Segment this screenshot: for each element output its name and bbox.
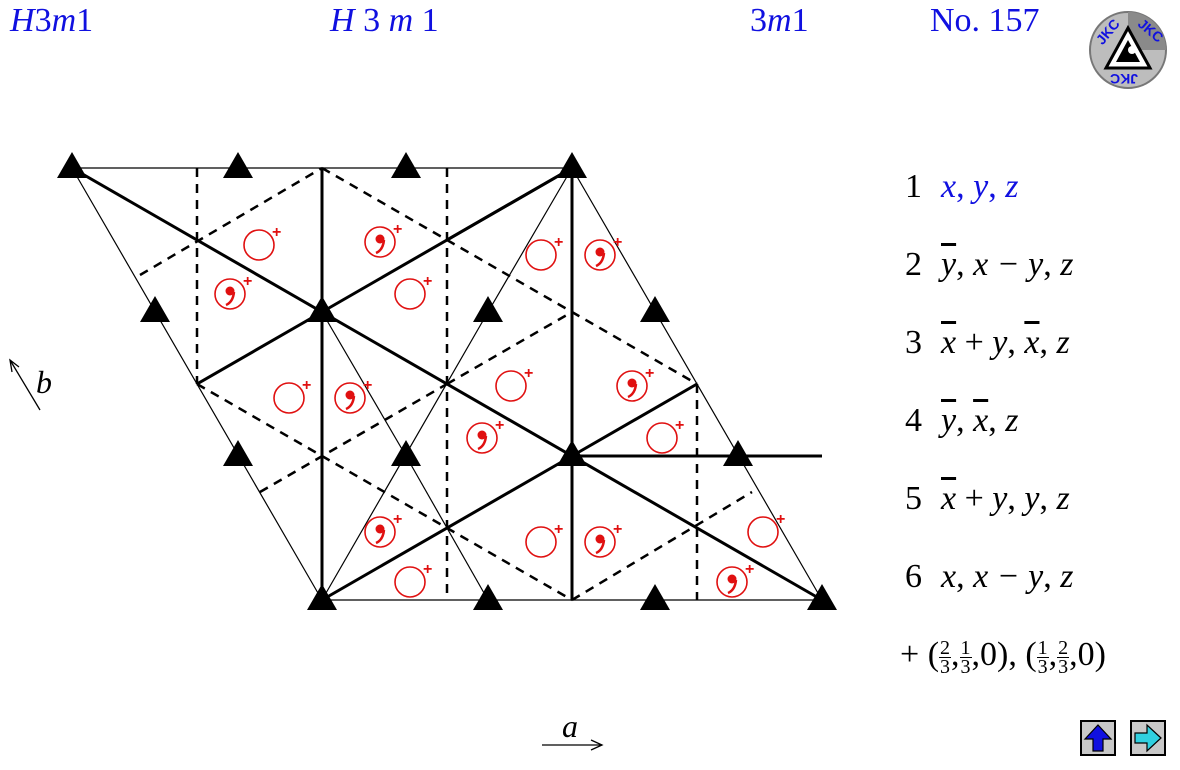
svg-text:+: + xyxy=(554,234,563,251)
threefold-axis-icon xyxy=(557,440,587,466)
circle-icon: + xyxy=(394,273,432,310)
svg-text:+: + xyxy=(645,365,654,382)
glide-line xyxy=(139,166,323,277)
svg-text:+: + xyxy=(524,365,533,382)
b-axis-label: b xyxy=(36,364,52,400)
nav-next-button[interactable] xyxy=(1130,720,1166,756)
threefold-axis-icon xyxy=(57,152,87,178)
general-positions: + + + + + + + + + + + + + + + + + + xyxy=(214,221,785,598)
mirror-line xyxy=(446,166,573,242)
full-symbol: H 3 m 1 xyxy=(330,2,439,39)
svg-text:+: + xyxy=(495,417,504,434)
threefold-axis-icon xyxy=(307,296,337,322)
short-symbol: H3m1 xyxy=(10,2,94,39)
glide-line xyxy=(446,310,573,386)
circle-icon: + xyxy=(495,365,533,402)
comma-circle-icon: + xyxy=(334,377,372,414)
symmetry-diagram: + + + + + + + + + + + + + + + + + + xyxy=(9,152,837,751)
threefold-axis-icon xyxy=(223,440,253,466)
arrow-up-icon xyxy=(1083,724,1113,752)
svg-text:+: + xyxy=(554,521,563,538)
comma-circle-icon: + xyxy=(466,417,504,454)
b-axis-arrow xyxy=(9,358,41,411)
jkc-logo: JKC JKC JKC xyxy=(1089,11,1167,89)
svg-text:+: + xyxy=(613,234,622,251)
arrow-right-icon xyxy=(1134,723,1162,753)
comma-circle-icon: + xyxy=(716,561,754,598)
svg-text:+: + xyxy=(745,561,754,578)
threefold-axis-icon xyxy=(473,296,503,322)
comma-circle-icon: + xyxy=(214,273,252,310)
circle-icon: + xyxy=(394,561,432,598)
svg-text:+: + xyxy=(423,561,432,578)
glide-line xyxy=(196,382,573,602)
svg-text:+: + xyxy=(423,273,432,290)
svg-text:+: + xyxy=(393,221,402,238)
threefold-axis-icon xyxy=(640,584,670,610)
comma-circle-icon: + xyxy=(584,521,622,558)
threefold-axis-icon xyxy=(807,584,837,610)
glide-line xyxy=(259,382,448,494)
nav-up-button[interactable] xyxy=(1080,720,1116,756)
threefold-axis-icon xyxy=(640,296,670,322)
a-axis-arrow xyxy=(542,739,604,751)
threefold-axis-icon xyxy=(140,296,170,322)
threefold-axis-icon xyxy=(391,152,421,178)
a-axis-label: a xyxy=(562,708,578,744)
svg-text:+: + xyxy=(302,377,311,394)
point-group: 3m1 xyxy=(750,2,809,39)
threefold-axis-icon xyxy=(391,440,421,466)
cell-line xyxy=(487,167,573,313)
svg-text:+: + xyxy=(613,521,622,538)
threefold-axis-icon xyxy=(307,584,337,610)
threefold-axis-icon xyxy=(223,152,253,178)
circle-icon: + xyxy=(525,234,563,271)
svg-text:JKC: JKC xyxy=(1110,71,1138,87)
svg-text:+: + xyxy=(776,511,785,528)
space-group-number: No. 157 xyxy=(930,2,1040,39)
circle-icon: + xyxy=(243,224,281,261)
comma-circle-icon: + xyxy=(364,221,402,258)
mirror-line xyxy=(71,166,823,602)
threefold-axis-icon xyxy=(473,584,503,610)
svg-text:+: + xyxy=(272,224,281,241)
circle-icon: + xyxy=(525,521,563,558)
threefold-axis-icon xyxy=(723,440,753,466)
mirror-line xyxy=(196,310,323,386)
glide-line xyxy=(321,166,698,386)
circle-icon: + xyxy=(747,511,785,548)
glide-line xyxy=(571,490,753,602)
threefold-axes xyxy=(57,152,837,610)
circle-icon: + xyxy=(646,417,684,454)
svg-text:+: + xyxy=(675,417,684,434)
circle-icon: + xyxy=(273,377,311,414)
mirror-line xyxy=(321,454,573,602)
comma-circle-icon: + xyxy=(584,234,622,271)
threefold-axis-icon xyxy=(557,152,587,178)
svg-text:+: + xyxy=(393,511,402,528)
comma-circle-icon: + xyxy=(364,511,402,548)
mirror-lines xyxy=(71,166,823,602)
mirror-line xyxy=(571,382,698,458)
svg-text:+: + xyxy=(363,377,372,394)
svg-text:+: + xyxy=(243,273,252,290)
cell-line xyxy=(321,311,407,457)
comma-circle-icon: + xyxy=(616,365,654,402)
